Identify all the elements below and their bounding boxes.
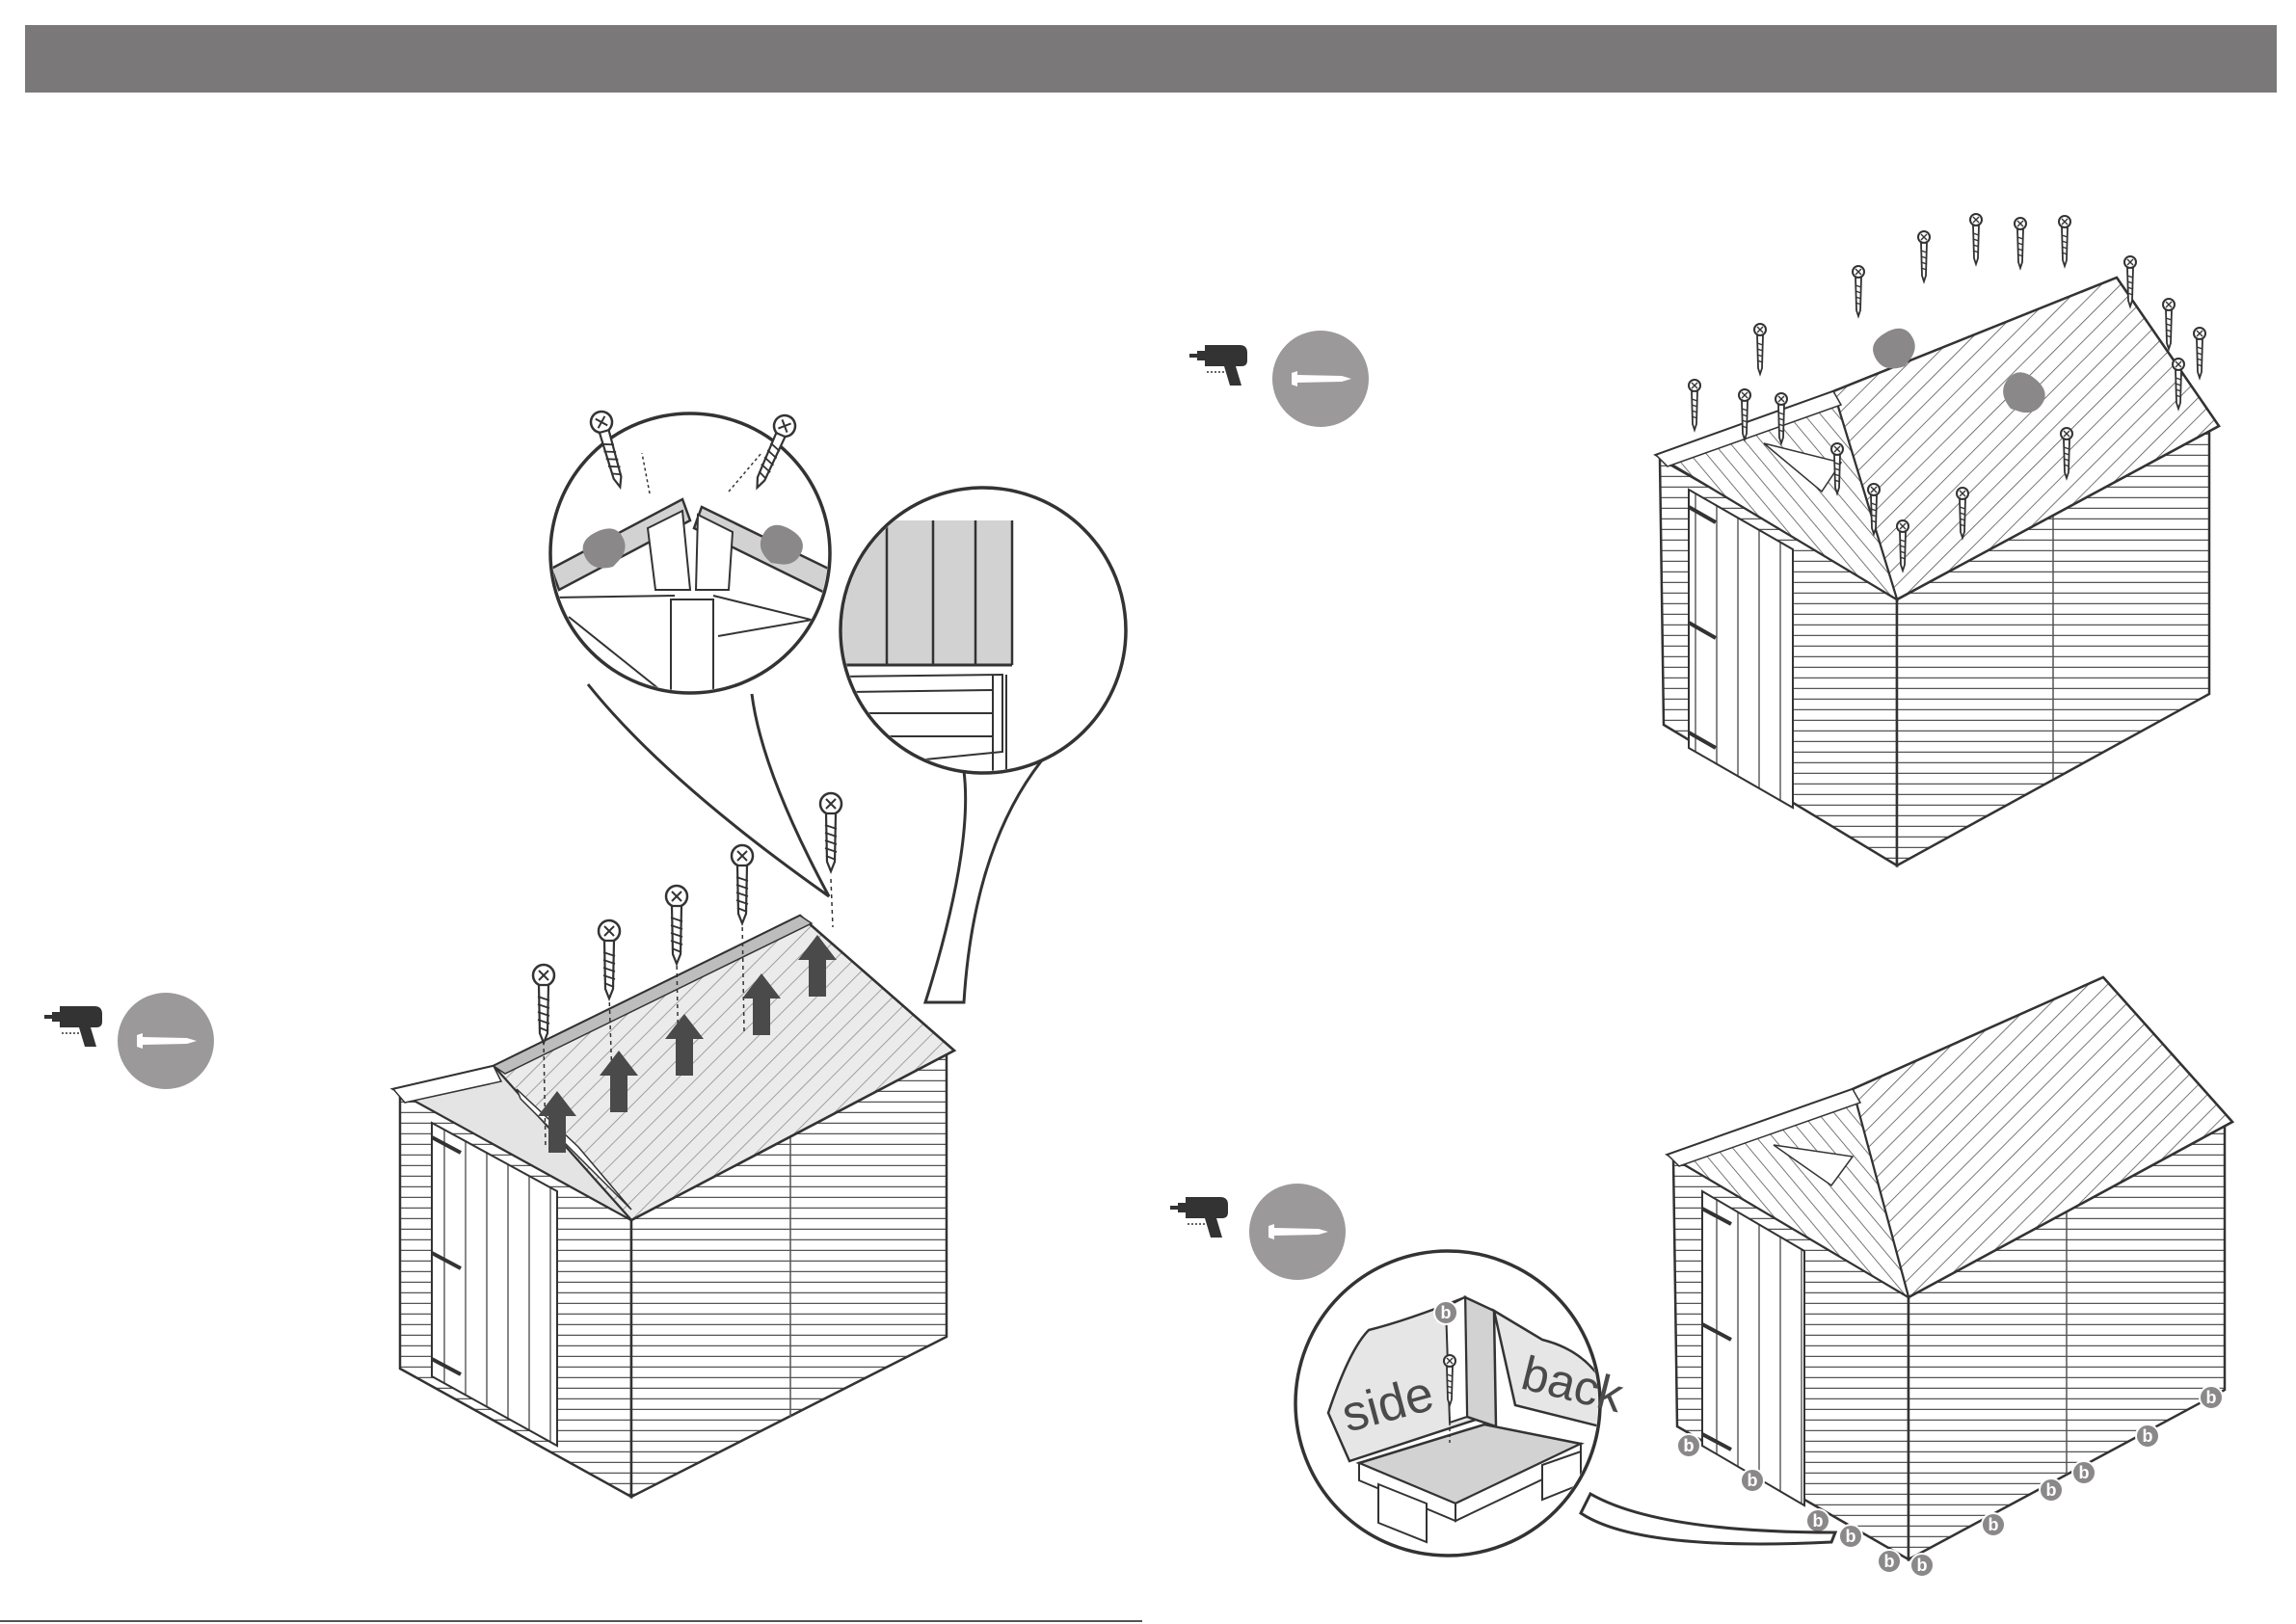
base-marker-9 (2072, 1461, 2096, 1484)
base-marker-2 (1741, 1469, 1764, 1492)
footer-divider (0, 1620, 1142, 1622)
step-b-assembly (1189, 214, 2219, 865)
step-a-ridge-callout (550, 409, 848, 896)
screw-4 (1754, 324, 1766, 374)
screw-7 (1970, 214, 1982, 264)
base-marker-11 (2200, 1386, 2223, 1409)
step-a-shed (393, 879, 954, 1497)
screw-9 (2059, 216, 2070, 266)
screw-1 (1689, 380, 1700, 430)
step-b-shed (1656, 278, 2219, 865)
screw-4 (732, 845, 753, 923)
screw-2 (599, 920, 620, 998)
base-marker-3 (1806, 1509, 1829, 1532)
screw-1 (533, 965, 554, 1043)
screw-11 (2163, 299, 2175, 349)
step-b-tools (1189, 331, 1369, 427)
base-marker-label: b (1684, 1436, 1695, 1455)
step-a-assembly (44, 409, 1126, 1497)
screw-6 (1918, 231, 1930, 281)
base-marker-7 (1982, 1513, 2005, 1536)
screw-3 (666, 886, 687, 964)
base-marker-10 (2136, 1424, 2159, 1448)
base-marker-5 (1878, 1550, 1901, 1573)
step-c-marker-labels: b (1684, 1436, 1695, 1455)
step-a-eave-callout (839, 488, 1126, 1002)
drill-icon (1170, 1197, 1228, 1238)
step-c-assembly: b side back (1170, 977, 2232, 1577)
step-c-tools (1170, 1184, 1346, 1280)
screw-8 (2015, 218, 2026, 268)
step-a-tools (44, 993, 214, 1089)
screw-5 (1853, 266, 1864, 316)
base-marker-4 (1839, 1525, 1862, 1548)
detail-marker-b (1434, 1301, 1457, 1324)
base-marker-6 (1910, 1554, 1934, 1577)
drill-icon (1189, 345, 1247, 386)
drill-icon (44, 1006, 102, 1047)
screw-12 (2194, 328, 2205, 378)
base-marker-8 (2040, 1478, 2063, 1502)
screw-5 (820, 793, 841, 871)
